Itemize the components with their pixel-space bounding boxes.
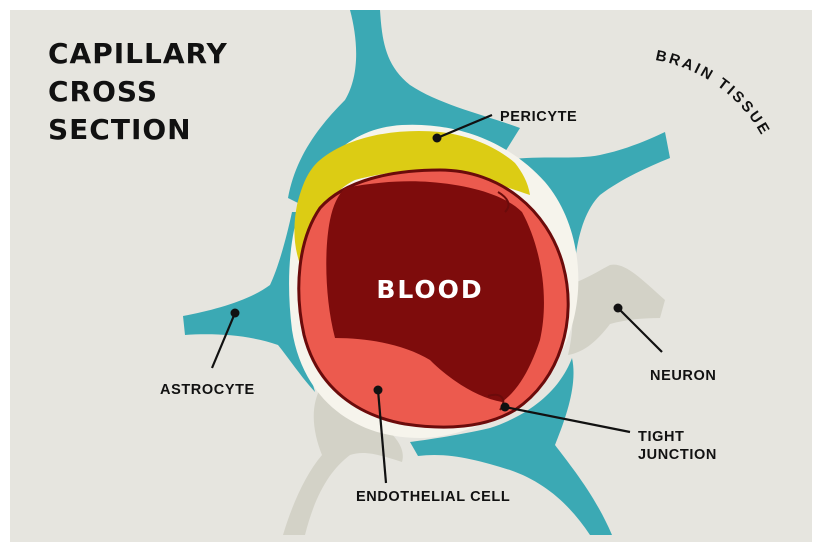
tight-junction-label-line1: TIGHT	[638, 429, 685, 445]
tight-junction-dot	[501, 403, 510, 412]
pericyte-label: PERICYTE	[500, 109, 577, 125]
title-line-3: SECTION	[48, 116, 192, 144]
neuron-label: NEURON	[650, 368, 716, 384]
title-line-1: CAPILLARY	[48, 40, 228, 68]
astrocyte-label: ASTROCYTE	[160, 382, 255, 398]
title-line-2: CROSS	[48, 78, 158, 106]
endothelial-cell-label: ENDOTHELIAL CELL	[356, 489, 510, 505]
tight-junction-label-line2: JUNCTION	[638, 447, 717, 463]
neuron-dot	[614, 304, 623, 313]
blood-label: BLOOD	[376, 275, 483, 304]
pericyte-dot	[433, 134, 442, 143]
astrocyte-dot	[231, 309, 240, 318]
endothelial-dot	[374, 386, 383, 395]
